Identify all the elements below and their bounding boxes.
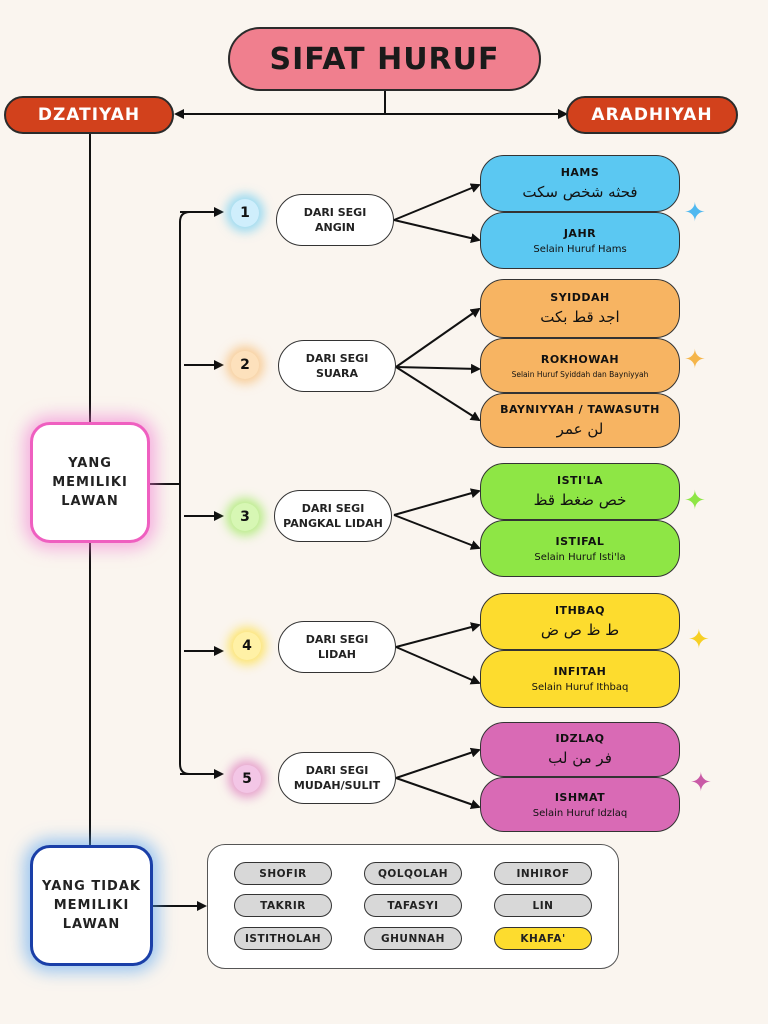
- sparkle-icon: ✦: [684, 486, 706, 516]
- sifat-pill: SHOFIR: [234, 862, 332, 885]
- result-arabic: فحثه شخص سكت: [522, 183, 638, 201]
- sifat-pill: LIN: [494, 894, 592, 917]
- result-ithbaq: ITHBAQ ط ظ ص ض: [480, 593, 680, 650]
- sifat-pill: KHAFA': [494, 927, 592, 950]
- result-arabic: فر من لب: [548, 749, 612, 767]
- result-text: Selain Huruf Syiddah dan Bayniyyah: [511, 369, 649, 379]
- segi-suara: DARI SEGI SUARA: [278, 340, 396, 392]
- group-number: 4: [233, 632, 261, 660]
- result-bayniyyah: BAYNIYYAH / TAWASUTH لن عمر: [480, 393, 680, 448]
- sifat-pill: QOLQOLAH: [364, 862, 462, 885]
- diagram-title: SIFAT HURUF: [228, 27, 541, 91]
- result-name: ROKHOWAH: [540, 352, 620, 366]
- result-ishmat: ISHMAT Selain Huruf Idzlaq: [480, 777, 680, 832]
- sparkle-icon: ✦: [690, 768, 712, 798]
- group-number: 3: [231, 503, 259, 531]
- category-dzatiyah: DZATIYAH: [4, 96, 174, 134]
- without-opposite-box: YANG TIDAK MEMILIKI LAWAN: [30, 845, 153, 966]
- result-name: ISTIFAL: [555, 534, 605, 548]
- group-number: 1: [231, 199, 259, 227]
- result-arabic: اجد قط بكت: [540, 308, 620, 326]
- sparkle-icon: ✦: [684, 345, 706, 375]
- result-text: Selain Huruf Hams: [533, 243, 627, 255]
- group-number: 5: [233, 765, 261, 793]
- result-name: ISTI'LA: [556, 474, 603, 487]
- category-aradhiyah: ARADHIYAH: [566, 96, 738, 134]
- result-rokhowah: ROKHOWAH Selain Huruf Syiddah dan Bayniy…: [480, 338, 680, 393]
- sifat-pill: INHIROF: [494, 862, 592, 885]
- with-opposite-box: YANG MEMILIKI LAWAN: [30, 422, 150, 543]
- segi-mudah-sulit: DARI SEGI MUDAH/SULIT: [278, 752, 396, 804]
- sifat-pill: ISTITHOLAH: [234, 927, 332, 950]
- result-name: ISHMAT: [554, 790, 606, 804]
- result-name: INFITAH: [553, 665, 607, 678]
- result-name: JAHR: [563, 226, 597, 240]
- result-name: ITHBAQ: [554, 604, 606, 617]
- segi-pangkal-lidah: DARI SEGI PANGKAL LIDAH: [274, 490, 392, 542]
- result-text: Selain Huruf Idzlaq: [532, 807, 628, 819]
- result-name: BAYNIYYAH / TAWASUTH: [500, 403, 660, 416]
- result-text: Selain Huruf Ithbaq: [531, 682, 629, 693]
- segi-lidah: DARI SEGI LIDAH: [278, 621, 396, 673]
- result-text: Selain Huruf Isti'la: [534, 551, 626, 563]
- result-arabic: ط ظ ص ض: [540, 621, 620, 639]
- segi-angin: DARI SEGI ANGIN: [276, 194, 394, 246]
- result-name: IDZLAQ: [555, 732, 605, 745]
- result-name: HAMS: [560, 166, 600, 179]
- result-arabic: لن عمر: [556, 420, 604, 438]
- sparkle-icon: ✦: [684, 198, 706, 228]
- result-istifal: ISTIFAL Selain Huruf Isti'la: [480, 520, 680, 577]
- group-number: 2: [231, 351, 259, 379]
- sifat-pill: TAKRIR: [234, 894, 332, 917]
- result-istila: ISTI'LA خص ضغط قظ: [480, 463, 680, 520]
- result-name: SYIDDAH: [550, 291, 610, 304]
- sparkle-icon: ✦: [688, 625, 710, 655]
- sifat-pill: GHUNNAH: [364, 927, 462, 950]
- result-arabic: خص ضغط قظ: [533, 491, 627, 509]
- result-infitah: INFITAH Selain Huruf Ithbaq: [480, 650, 680, 708]
- result-idzlaq: IDZLAQ فر من لب: [480, 722, 680, 777]
- sifat-pill: TAFASYI: [364, 894, 462, 917]
- result-jahr: JAHR Selain Huruf Hams: [480, 212, 680, 269]
- result-syiddah: SYIDDAH اجد قط بكت: [480, 279, 680, 338]
- result-hams: HAMS فحثه شخص سكت: [480, 155, 680, 212]
